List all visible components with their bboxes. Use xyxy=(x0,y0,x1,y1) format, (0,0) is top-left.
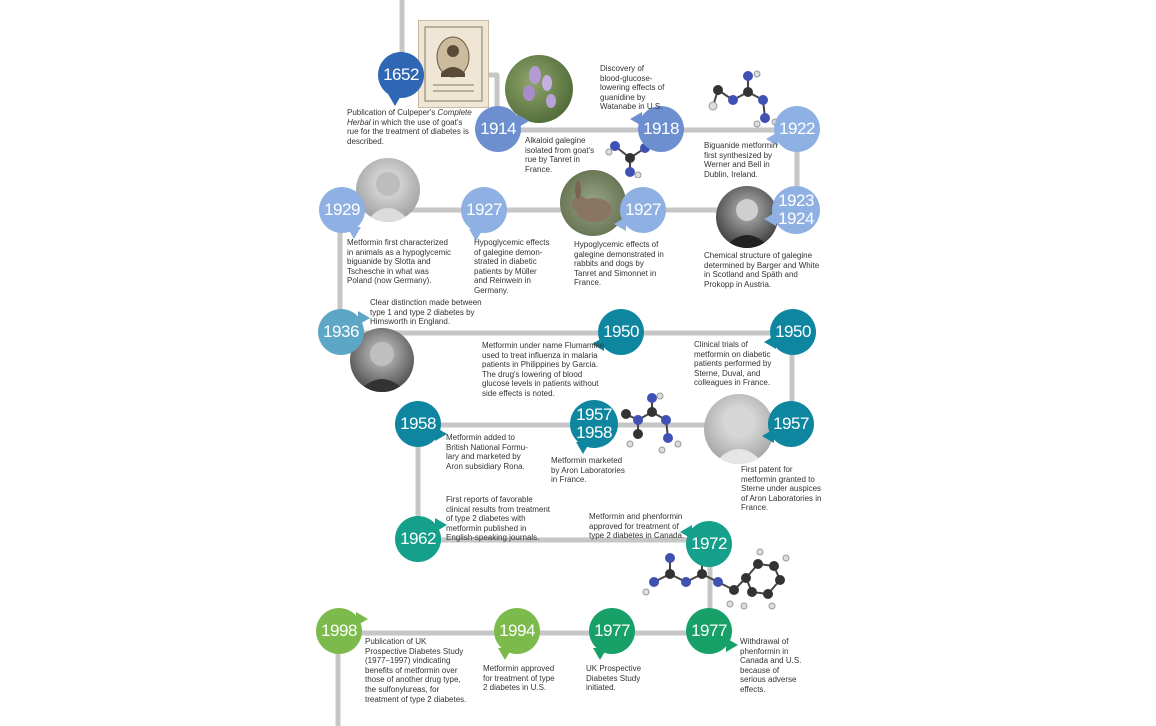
event-text-1977-withdrawal: Withdrawal of phenformin in Canada and U… xyxy=(740,637,802,694)
year-label: 1923 xyxy=(778,191,814,210)
event-text-1957-1958: Metformin marketed by Aron Laboratories … xyxy=(551,456,625,485)
event-text-1652: Publication of Culpeper's Complete Herba… xyxy=(347,108,472,146)
metformin-molecule-1957 xyxy=(616,392,690,462)
year-bubble-1950-flumamine: 1950 xyxy=(592,309,644,355)
year-bubble-1977-ukpds: 1977 xyxy=(589,608,635,660)
scientist-portrait-1929 xyxy=(356,158,420,222)
year-label-2: 1924 xyxy=(778,209,814,228)
year-label: 1927 xyxy=(466,200,502,219)
year-bubble-1918: 1918 xyxy=(630,106,684,152)
year-label: 1957 xyxy=(773,414,809,433)
year-bubble-1923-1924: 1923 1924 xyxy=(764,186,820,234)
event-text-1927-rabbits: Hypoglycemic effects of galegine demonst… xyxy=(574,240,664,288)
year-bubble-1927-patients: 1927 xyxy=(461,187,507,241)
year-bubble-1652: 1652 xyxy=(378,52,424,106)
year-bubble-1914: 1914 xyxy=(475,106,529,152)
year-label: 1922 xyxy=(779,119,815,138)
year-bubble-1972: 1972 xyxy=(680,521,732,567)
year-label: 1918 xyxy=(643,119,679,138)
year-label: 1977 xyxy=(594,621,630,640)
event-text-1922: Biguanide metformin first synthesized by… xyxy=(704,141,778,179)
event-text-1962: First reports of favorable clinical resu… xyxy=(446,495,551,543)
year-label: 1998 xyxy=(321,621,357,640)
year-bubble-1958: 1958 xyxy=(395,401,447,447)
year-label: 1957 xyxy=(576,405,612,424)
year-label: 1962 xyxy=(400,529,436,548)
year-bubble-1927-rabbits: 1927 xyxy=(614,187,666,233)
year-label: 1929 xyxy=(324,200,360,219)
year-label: 1950 xyxy=(775,322,811,341)
event-text-1958: Metformin added to British National Form… xyxy=(446,433,528,471)
event-text-1998: Publication of UK Prospective Diabetes S… xyxy=(365,637,467,704)
metformin-molecule-1922 xyxy=(703,70,783,132)
year-label: 1652 xyxy=(383,65,419,84)
scientist-portrait-1923 xyxy=(716,186,778,248)
year-label: 1958 xyxy=(400,414,436,433)
event-text-1950-trials: Clinical trials of metformin on diabetic… xyxy=(694,340,772,388)
herbal-book-image xyxy=(418,20,489,108)
event-text-1950-flumamine: Metformin under name Flumamine used to t… xyxy=(482,341,605,398)
event-text-1957-patent: First patent for metformin granted to St… xyxy=(741,465,822,513)
year-bubble-1922: 1922 xyxy=(766,106,820,152)
year-bubble-1957-patent: 1957 xyxy=(762,401,814,447)
year-label: 1914 xyxy=(480,119,516,138)
year-bubble-1929: 1929 xyxy=(319,187,365,239)
year-bubble-1936: 1936 xyxy=(318,309,370,355)
year-label: 1972 xyxy=(691,534,727,553)
event-text-1914: Alkaloid galegine isolated from goat's r… xyxy=(525,136,595,174)
event-text-1927-patients: Hypoglycemic effects of galegine demon-s… xyxy=(474,238,550,295)
year-bubble-1977-withdrawal: 1977 xyxy=(686,608,738,654)
year-label: 1950 xyxy=(603,322,639,341)
goats-rue-flower-photo xyxy=(505,55,573,123)
year-bubble-1998: 1998 xyxy=(316,608,368,654)
event-text-1918: Discovery of blood-glucose-lowering effe… xyxy=(600,64,665,112)
event-text-1972: Metformin and phenformin approved for tr… xyxy=(589,512,685,541)
year-label: 1977 xyxy=(691,621,727,640)
year-bubble-1950-trials: 1950 xyxy=(764,309,816,355)
year-bubble-1957-1958: 1957 1958 xyxy=(570,400,618,454)
event-text-1923-1924: Chemical structure of galegine determine… xyxy=(704,251,820,289)
year-bubble-1994: 1994 xyxy=(494,608,540,660)
event-text-1977-ukpds: UK Prospective Diabetes Study initiated. xyxy=(586,664,642,693)
year-label: 1927 xyxy=(625,200,661,219)
event-text-1936: Clear distinction made between type 1 an… xyxy=(370,298,482,327)
year-label-2: 1958 xyxy=(576,423,612,442)
event-text-1929: Metformin first characterized in animals… xyxy=(347,238,452,286)
event-text-1994: Metformin approved for treatment of type… xyxy=(483,664,555,693)
year-label: 1936 xyxy=(323,322,359,341)
year-label: 1994 xyxy=(499,621,535,640)
year-bubble-1962: 1962 xyxy=(395,516,447,562)
